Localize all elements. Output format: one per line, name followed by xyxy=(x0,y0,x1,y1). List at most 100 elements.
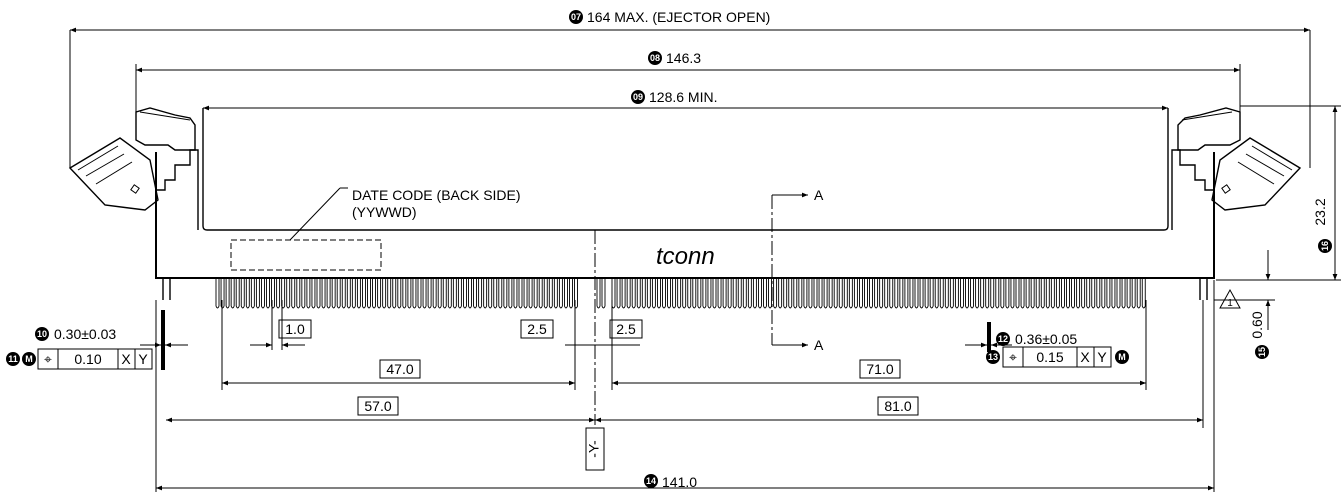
datum-y: -Y- xyxy=(585,230,605,471)
dimension-09-label: 128.6 MIN. xyxy=(649,89,717,105)
contact-pin xyxy=(498,278,503,309)
contact-pin xyxy=(752,278,757,309)
svg-text:12: 12 xyxy=(998,334,1008,344)
contact-pin xyxy=(564,278,568,309)
contact-pin xyxy=(543,278,548,309)
contact-pin xyxy=(220,278,225,309)
section-a-bottom-label: A xyxy=(814,337,824,353)
svg-text:M: M xyxy=(1118,352,1126,362)
callout-08-icon: 08 xyxy=(648,51,662,65)
contact-pin xyxy=(382,278,387,309)
contact-pin xyxy=(569,278,573,309)
contact-pin xyxy=(783,278,788,309)
date-code-label: DATE CODE (BACK SIDE) xyxy=(352,187,521,203)
contact-pin xyxy=(341,278,346,309)
contact-pin xyxy=(823,278,828,309)
contact-pin xyxy=(397,278,402,309)
svg-text:16: 16 xyxy=(1320,241,1330,251)
contact-pin xyxy=(422,278,427,309)
contact-pin xyxy=(518,278,523,309)
contact-pin xyxy=(432,278,437,309)
brand-label: tconn xyxy=(656,243,715,270)
contact-pin xyxy=(493,278,498,309)
dimension-07-label: 164 MAX. (EJECTOR OPEN) xyxy=(587,9,770,25)
tolerance-0-10: 0.10 xyxy=(74,351,101,367)
contact-pin xyxy=(702,278,707,309)
contact-pin xyxy=(316,278,321,309)
contact-pin xyxy=(558,278,563,309)
svg-text:14: 14 xyxy=(646,476,656,486)
contact-pin xyxy=(853,278,858,309)
contact-pin xyxy=(1081,278,1086,309)
contact-pin xyxy=(682,278,687,309)
contact-pin xyxy=(626,278,631,309)
contact-pin xyxy=(717,278,722,309)
contact-pin xyxy=(235,278,240,309)
dimension-10-label: 0.30±0.03 xyxy=(54,326,116,342)
contact-pins xyxy=(215,278,1146,309)
callout-07-icon: 07 xyxy=(569,10,583,24)
contact-pin xyxy=(553,278,558,309)
contact-pin xyxy=(954,278,959,309)
contact-pin xyxy=(356,278,361,309)
dimension-47-0: 47.0 xyxy=(221,300,575,390)
contact-pin xyxy=(894,278,899,309)
contact-pin xyxy=(1066,278,1070,309)
dimension-pitch-1-0: 1.0 xyxy=(250,300,312,350)
contact-pin xyxy=(641,278,646,309)
contact-pin xyxy=(1055,278,1060,309)
contact-pin xyxy=(965,278,969,309)
contact-pin xyxy=(793,278,798,309)
contact-pin xyxy=(646,278,651,309)
contact-pin xyxy=(1096,278,1101,309)
contact-pin xyxy=(636,278,641,309)
boxed-1-0: 1.0 xyxy=(285,321,305,337)
contact-pin xyxy=(1076,278,1081,309)
contact-pin xyxy=(616,278,621,309)
contact-pin xyxy=(1035,278,1040,309)
contact-pin xyxy=(1101,278,1106,309)
contact-pin xyxy=(1131,278,1136,309)
callout-14-icon: 14 xyxy=(644,474,658,488)
contact-pin xyxy=(240,278,245,309)
contact-pin xyxy=(985,278,990,309)
contact-pin xyxy=(707,278,712,309)
connector-body xyxy=(68,107,1302,300)
contact-pin xyxy=(387,278,392,309)
contact-pin xyxy=(995,278,1000,309)
svg-text:15: 15 xyxy=(1257,347,1267,357)
contact-pin xyxy=(924,278,929,309)
contact-pin xyxy=(362,278,366,309)
contact-pin xyxy=(266,278,270,309)
contact-pin xyxy=(944,278,949,309)
contact-pin xyxy=(990,278,995,309)
contact-pin xyxy=(286,278,291,309)
contact-pin xyxy=(929,278,934,309)
dimension-71-0: 71.0 xyxy=(612,300,1147,390)
contact-pin xyxy=(488,278,493,309)
date-code-area: DATE CODE (BACK SIDE) (YYWWD) xyxy=(230,187,521,271)
contact-pin xyxy=(601,278,606,309)
callout-15-icon: 15 xyxy=(1255,345,1269,359)
contact-pin xyxy=(513,278,518,309)
tolerance-0-15: 0.15 xyxy=(1036,349,1063,365)
contact-pin xyxy=(727,278,732,309)
svg-text:13: 13 xyxy=(988,352,998,362)
contact-pin xyxy=(899,278,904,309)
contact-pin xyxy=(970,278,974,309)
contact-pin xyxy=(864,278,868,309)
dimension-2-5-left: 2.5 xyxy=(520,300,595,390)
contact-pin xyxy=(351,278,356,309)
callout-09-icon: 09 xyxy=(631,90,645,104)
contact-pin xyxy=(437,278,442,309)
contact-pin xyxy=(722,278,727,309)
svg-text:08: 08 xyxy=(650,53,660,63)
modifier-m-icon-right: M xyxy=(1115,350,1129,364)
contact-pin xyxy=(463,278,467,309)
contact-pin xyxy=(261,278,265,309)
contact-pin xyxy=(975,278,980,309)
dimension-08-label: 146.3 xyxy=(666,50,701,66)
dimension-81-0: 81.0 xyxy=(595,300,1204,428)
datum-y-label: -Y- xyxy=(586,440,602,458)
